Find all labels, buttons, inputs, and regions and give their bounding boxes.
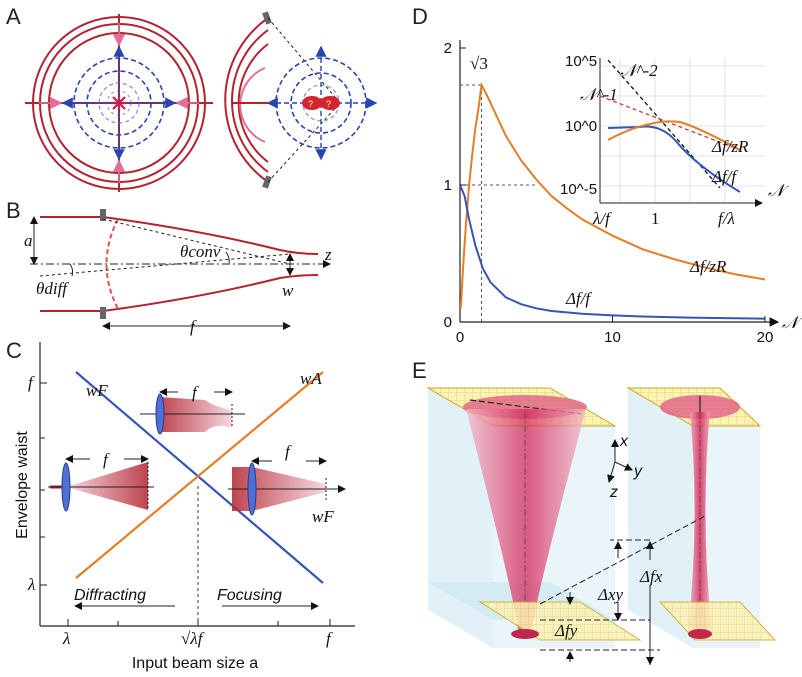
d-inset-power-1: 𝒩^-1 [580, 85, 618, 104]
series-line-1 [459, 184, 766, 320]
svg-text:?: ? [326, 99, 331, 109]
panel-a-partial: ? ? [224, 11, 378, 189]
d-inset-ytick-1e0: 10^0 [565, 118, 597, 135]
c-left-f: f [103, 450, 110, 469]
c-label-wf-small: wF [312, 507, 334, 526]
d-annotation-sqrt3: √3 [470, 54, 488, 73]
panel-a-circles [25, 14, 213, 192]
d-inset-curve-blue: Δf/f [711, 167, 738, 186]
c-x-label: Input beam size a [132, 655, 258, 672]
d-inset-curve-orange: Δf/zR [711, 137, 749, 156]
c-region-focusing: Focusing [217, 587, 282, 604]
b-label-w: w [282, 281, 294, 300]
y-tick-label: 0 [444, 314, 452, 331]
panel-label-b: B [6, 198, 21, 223]
b-label-theta-diff: θdiff [36, 279, 69, 298]
c-inset-left [48, 455, 154, 512]
d-inset [599, 58, 765, 207]
chart-d: 0 10 20 0 1 2 [444, 40, 780, 346]
svg-text:?: ? [308, 99, 313, 109]
d-inset-power-2: 𝒩^-2 [620, 61, 658, 80]
b-label-f: f [190, 317, 197, 336]
panel-label-a: A [6, 4, 21, 29]
e-axis-y: y [633, 463, 643, 480]
d-inset-ytick-1e-5: 10^-5 [560, 181, 597, 198]
c-label-wa: wA [300, 369, 322, 388]
c-region-diffracting: Diffracting [74, 587, 146, 604]
c-xtick-lambda: λ [62, 629, 70, 648]
d-inset-xtick-lf: λ/f [592, 209, 612, 228]
b-label-z: z [324, 245, 332, 264]
c-xtick-sqrt: √λf [181, 629, 205, 648]
y-tick-label: 1 [444, 177, 452, 194]
c-y-label: Envelope waist [14, 431, 31, 539]
d-inset-xtick-1: 1 [651, 209, 660, 228]
d-x-axis-label: 𝒩 [782, 313, 802, 332]
e-label-dfy: Δfy [554, 621, 578, 640]
c-right-f: f [285, 442, 292, 461]
e-axis-z: z [609, 484, 618, 501]
d-inset-ytick-1e5: 10^5 [565, 53, 597, 70]
panel-e-illustration [426, 387, 777, 665]
d-label-series-blue: Δf/f [565, 289, 592, 308]
e-axis-x: x [619, 433, 629, 450]
d-inset-x-axis: 𝒩 [768, 181, 790, 200]
b-label-theta-conv: θconv [180, 242, 221, 261]
c-xtick-f: f [326, 629, 333, 648]
c-inset-middle [140, 388, 245, 435]
e-label-dfx: Δfx [639, 567, 663, 586]
d-inset-xtick-fl: f/λ [718, 209, 735, 228]
panel-label-c: C [6, 338, 22, 363]
e-label-dxy: Δxy [597, 585, 624, 604]
panel-c-axes [39, 342, 355, 627]
d-label-series-orange: Δf/zR [689, 257, 727, 276]
x-tick-label: 10 [604, 329, 621, 346]
c-ytick-lambda: λ [27, 575, 35, 594]
y-tick-label: 2 [444, 40, 452, 57]
c-label-wf: wF [86, 381, 108, 400]
panel-label-e: E [412, 358, 427, 383]
b-label-a: a [24, 231, 33, 250]
panel-b-beam [30, 209, 331, 330]
series-line-0 [459, 81, 766, 309]
x-tick-label: 0 [456, 329, 464, 346]
x-tick-label: 20 [757, 329, 774, 346]
panel-label-d: D [412, 4, 428, 29]
c-mid-f: f [192, 383, 199, 402]
c-inset-right [228, 457, 346, 516]
c-ytick-f: f [28, 373, 35, 392]
